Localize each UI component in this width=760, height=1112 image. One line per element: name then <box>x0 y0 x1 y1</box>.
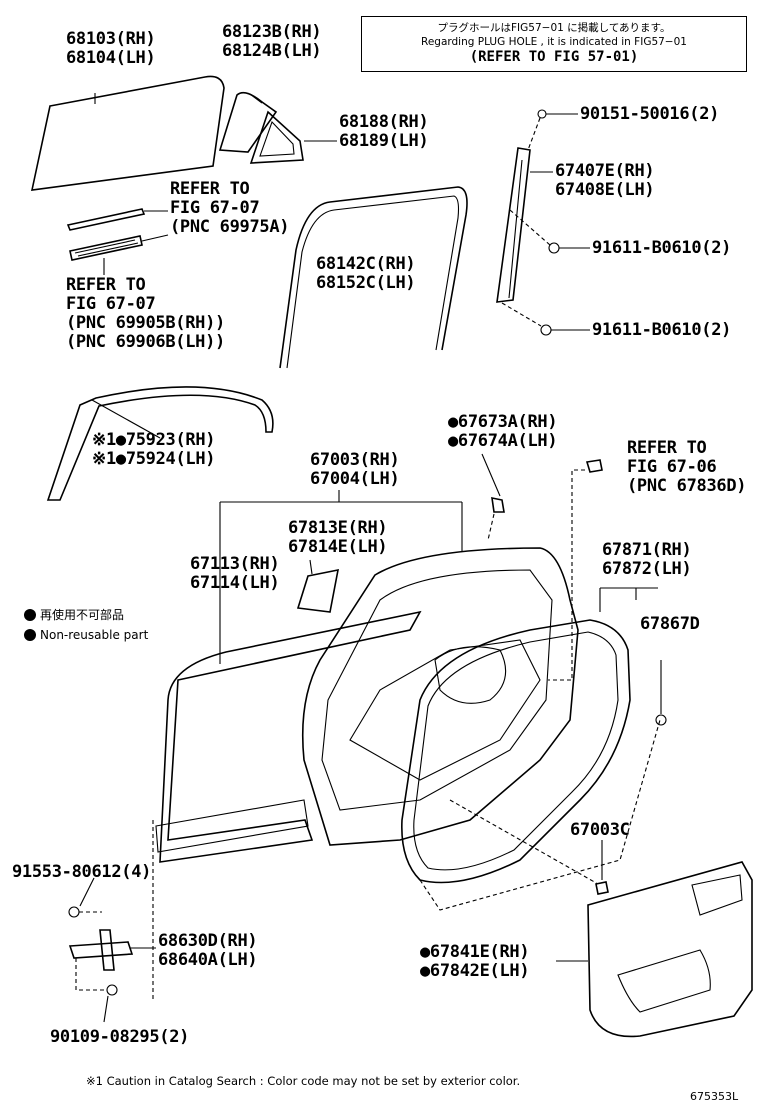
part-label-67867d[interactable]: 67867D <box>640 614 700 634</box>
note-japanese: プラグホールはFIG57−01 に掲載してあります。 <box>437 22 671 34</box>
part-label-75923[interactable]: ※1●75923(RH) <box>92 430 216 450</box>
part-label-67841e[interactable]: ●67841E(RH) <box>420 942 530 962</box>
part-label-68103[interactable]: 68103(RH) <box>66 29 156 49</box>
part-label-91553[interactable]: 91553-80612(4) <box>12 862 152 882</box>
figure-number: 675353L <box>690 1090 739 1103</box>
legend-japanese: 再使用不可部品 <box>24 608 124 622</box>
part-label-68123b[interactable]: 68123B(RH) <box>222 22 322 42</box>
bullet-icon <box>24 629 36 641</box>
part-label-91611-lower[interactable]: 91611-B0610(2) <box>592 320 732 340</box>
part-label-68640a[interactable]: 68640A(LH) <box>158 950 258 970</box>
glass-run <box>279 186 468 369</box>
plug-hole-note: プラグホールはFIG57−01 に掲載してあります。 Regarding PLU… <box>361 16 747 72</box>
legend-english: Non-reusable part <box>24 628 148 642</box>
part-label-67407e[interactable]: 67407E(RH) <box>555 161 655 181</box>
quarter-seal <box>249 110 304 164</box>
part-label-67814e[interactable]: 67814E(LH) <box>288 537 388 557</box>
part-label-68189[interactable]: 68189(LH) <box>339 131 429 151</box>
part-label-68142c[interactable]: 68142C(RH) <box>316 254 416 274</box>
bullet-icon <box>24 609 36 621</box>
door-plug <box>595 881 609 895</box>
part-label-90151[interactable]: 90151-50016(2) <box>580 104 720 124</box>
door-glass <box>30 75 225 191</box>
refer-3-line-1[interactable]: REFER TO <box>627 438 707 458</box>
note-refer: (REFER TO FIG 57-01) <box>469 49 639 65</box>
division-bar <box>496 147 531 303</box>
part-label-75924[interactable]: ※1●75924(LH) <box>92 449 216 469</box>
refer-2-line-4[interactable]: (PNC 69906B(LH)) <box>66 332 225 352</box>
service-hole-cover <box>296 568 340 613</box>
part-label-67003c[interactable]: 67003C <box>570 820 630 840</box>
refer-3-line-3[interactable]: (PNC 67836D) <box>627 476 747 496</box>
trim-board <box>587 861 753 1038</box>
refer-1-line-3[interactable]: (PNC 69975A) <box>170 217 290 237</box>
refer-2-line-1[interactable]: REFER TO <box>66 275 146 295</box>
part-label-68188[interactable]: 68188(RH) <box>339 112 429 132</box>
refer-1-line-1[interactable]: REFER TO <box>170 179 250 199</box>
refer-2-line-3[interactable]: (PNC 69905B(RH)) <box>66 313 225 333</box>
part-label-68124b[interactable]: 68124B(LH) <box>222 41 322 61</box>
quarter-glass <box>218 91 278 153</box>
part-label-68630d[interactable]: 68630D(RH) <box>158 931 258 951</box>
part-label-67842e[interactable]: ●67842E(LH) <box>420 961 530 981</box>
refer-3-line-2[interactable]: FIG 67-06 <box>627 457 717 477</box>
part-label-67674a[interactable]: ●67674A(LH) <box>448 431 558 451</box>
part-label-67871[interactable]: 67871(RH) <box>602 540 692 560</box>
part-label-68104[interactable]: 68104(LH) <box>66 48 156 68</box>
part-label-67872[interactable]: 67872(LH) <box>602 559 692 579</box>
belt-molding-outer <box>66 208 146 231</box>
part-label-91611-upper[interactable]: 91611-B0610(2) <box>592 238 732 258</box>
door-hinge <box>68 941 134 959</box>
part-label-67113[interactable]: 67113(RH) <box>190 554 280 574</box>
legend-en-text: Non-reusable part <box>40 628 149 642</box>
legend-jp-text: 再使用不可部品 <box>40 608 125 622</box>
note-english: Regarding PLUG HOLE , it is indicated in… <box>421 36 687 48</box>
part-label-67003[interactable]: 67003(RH) <box>310 450 400 470</box>
part-label-67004[interactable]: 67004(LH) <box>310 469 400 489</box>
part-label-67408e[interactable]: 67408E(LH) <box>555 180 655 200</box>
outer-panel <box>159 610 422 863</box>
door-weatherstrip <box>401 619 631 884</box>
footer-caution: ※1 Caution in Catalog Search : Color cod… <box>86 1074 521 1088</box>
part-label-90109[interactable]: 90109-08295(2) <box>50 1027 190 1047</box>
part-label-67813e[interactable]: 67813E(RH) <box>288 518 388 538</box>
roof-weatherstrip <box>46 386 274 501</box>
refer-2-line-2[interactable]: FIG 67-07 <box>66 294 156 314</box>
belt-molding-inner <box>69 235 143 261</box>
glass-run-clip <box>491 496 505 513</box>
part-label-67673a[interactable]: ●67673A(RH) <box>448 412 558 432</box>
refer-1-line-2[interactable]: FIG 67-07 <box>170 198 260 218</box>
door-shell <box>301 547 579 846</box>
part-label-68152c[interactable]: 68152C(LH) <box>316 273 416 293</box>
part-label-67114[interactable]: 67114(LH) <box>190 573 280 593</box>
